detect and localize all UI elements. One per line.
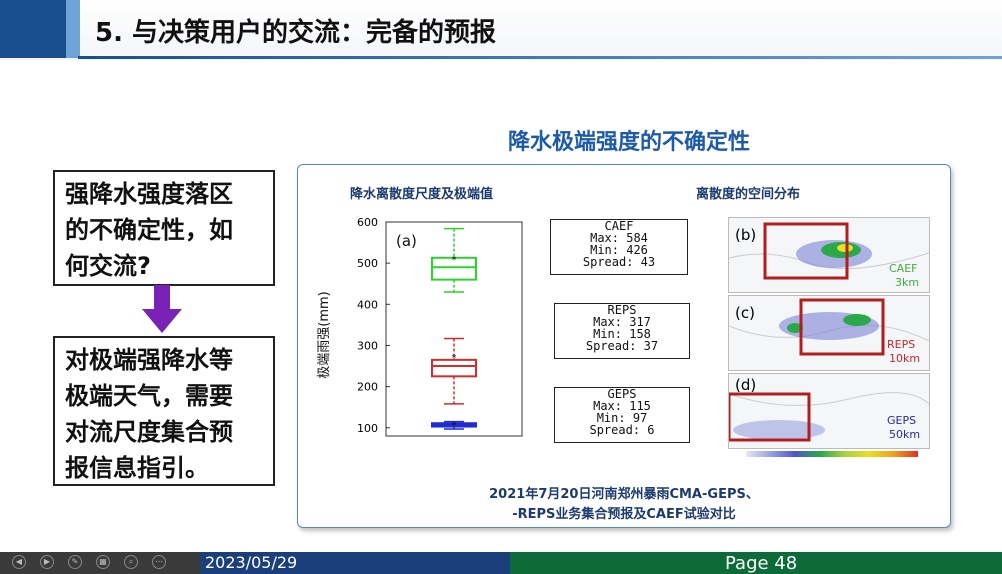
stats-caef-name: CAEF — [604, 219, 634, 233]
answer-line-2: 极端天气，需要 — [65, 382, 233, 410]
map-geps-model: GEPS — [887, 414, 917, 427]
map-geps-res: 50km — [889, 428, 921, 441]
caef-mean-marker: * — [452, 255, 457, 266]
map-caef-plot — [729, 222, 929, 280]
question-line-2: 的不确定性，如 — [65, 216, 233, 244]
question-box: 强降水强度落区 的不确定性，如 何交流? — [53, 170, 275, 286]
map-reps-plot — [729, 298, 929, 356]
caption-line-1: 2021年7月20日河南郑州暴雨CMA-GEPS、 — [489, 487, 759, 502]
title-accent — [0, 0, 78, 58]
stats-geps-name: GEPS — [607, 387, 637, 401]
stats-geps: GEPS Max: 115 Min: 97 Spread: 6 — [554, 387, 690, 443]
stats-caef: CAEF Max: 584 Min: 426 Spread: 43 — [550, 219, 688, 275]
subtitle-right: 离散度的空间分布 — [696, 187, 801, 202]
map-geps: (d) GEPS 50km — [728, 373, 930, 449]
footer-date: 2023/05/29 — [205, 553, 298, 572]
map-geps-label: (d) — [735, 376, 757, 394]
title-bar — [0, 0, 1002, 60]
figure-panel: 降水离散度尺度及极端值 离散度的空间分布 极端雨强(mm) (a) 600 500… — [297, 164, 951, 528]
next-slide-icon[interactable]: ▶ — [40, 555, 54, 569]
map-caef: (b) CAEF 3km — [728, 217, 930, 293]
slides-icon[interactable]: ▦ — [96, 555, 110, 569]
map-geps-plot — [729, 392, 929, 442]
y-tick-label: 200 — [357, 381, 378, 394]
stats-reps-max: Max: 317 — [593, 315, 651, 329]
down-arrow-icon — [142, 285, 182, 333]
geps-mean-marker: * — [452, 420, 457, 431]
stats-caef-spread: Spread: 43 — [582, 255, 656, 269]
map-reps-res: 10km — [889, 352, 921, 365]
title-accent-stripe — [66, 0, 80, 58]
y-tick-label: 500 — [357, 257, 378, 270]
stats-caef-max: Max: 584 — [590, 231, 648, 245]
question-line-1: 强降水强度落区 — [65, 180, 233, 208]
stats-reps-name: REPS — [607, 303, 637, 317]
subtitle-left: 降水离散度尺度及极端值 — [350, 187, 494, 202]
stats-geps-min: Min: 97 — [596, 411, 648, 425]
pen-icon[interactable]: ✎ — [68, 555, 82, 569]
prev-slide-icon[interactable]: ◀ — [12, 555, 26, 569]
caef-box — [431, 256, 477, 281]
map-caef-label: (b) — [735, 226, 757, 244]
answer-line-1: 对极端强降水等 — [65, 346, 233, 374]
y-axis-label: 极端雨强(mm) — [317, 291, 332, 378]
map-caef-model: CAEF — [889, 262, 918, 275]
y-tick-label: 400 — [357, 298, 378, 311]
answer-box: 对极端强降水等 极端天气，需要 对流尺度集合预 报信息指引。 — [53, 336, 275, 486]
question-line-3: 何交流? — [65, 252, 151, 280]
boxplot-chart: 极端雨强(mm) (a) 600 500 400 300 200 100 * * * — [317, 216, 523, 437]
slide-title: 5. 与决策用户的交流：完备的预报 — [95, 18, 497, 48]
reps-mean-marker: * — [452, 353, 457, 364]
footer-page-box — [510, 552, 1002, 574]
panel-title: 降水极端强度的不确定性 — [508, 130, 751, 155]
stats-geps-max: Max: 115 — [593, 399, 651, 413]
stats-reps: REPS Max: 317 Min: 158 Spread: 37 — [554, 303, 690, 359]
map-reps-label: (c) — [735, 304, 755, 322]
map-reps: (c) REPS 10km — [728, 295, 930, 371]
stats-caef-min: Min: 426 — [590, 243, 648, 257]
y-tick-label: 300 — [357, 339, 378, 352]
more-icon[interactable]: ⋯ — [152, 555, 166, 569]
y-tick-label: 100 — [357, 422, 378, 435]
zoom-icon[interactable]: ⌕ — [124, 555, 138, 569]
panel-a-label: (a) — [396, 232, 417, 250]
stats-reps-spread: Spread: 37 — [585, 339, 659, 353]
answer-line-3: 对流尺度集合预 — [65, 418, 233, 446]
stats-geps-spread: Spread: 6 — [589, 423, 655, 437]
answer-line-4: 报信息指引。 — [65, 454, 209, 482]
map-caef-res: 3km — [895, 276, 920, 289]
page-number: Page 48 — [725, 553, 798, 574]
colorbar — [746, 451, 918, 457]
stats-reps-min: Min: 158 — [593, 327, 651, 341]
title-underline — [78, 56, 1002, 59]
reps-box — [431, 358, 477, 378]
map-reps-model: REPS — [887, 338, 916, 351]
y-tick-label: 600 — [357, 216, 378, 229]
caption-line-2: -REPS业务集合预报及CAEF试验对比 — [512, 507, 736, 522]
